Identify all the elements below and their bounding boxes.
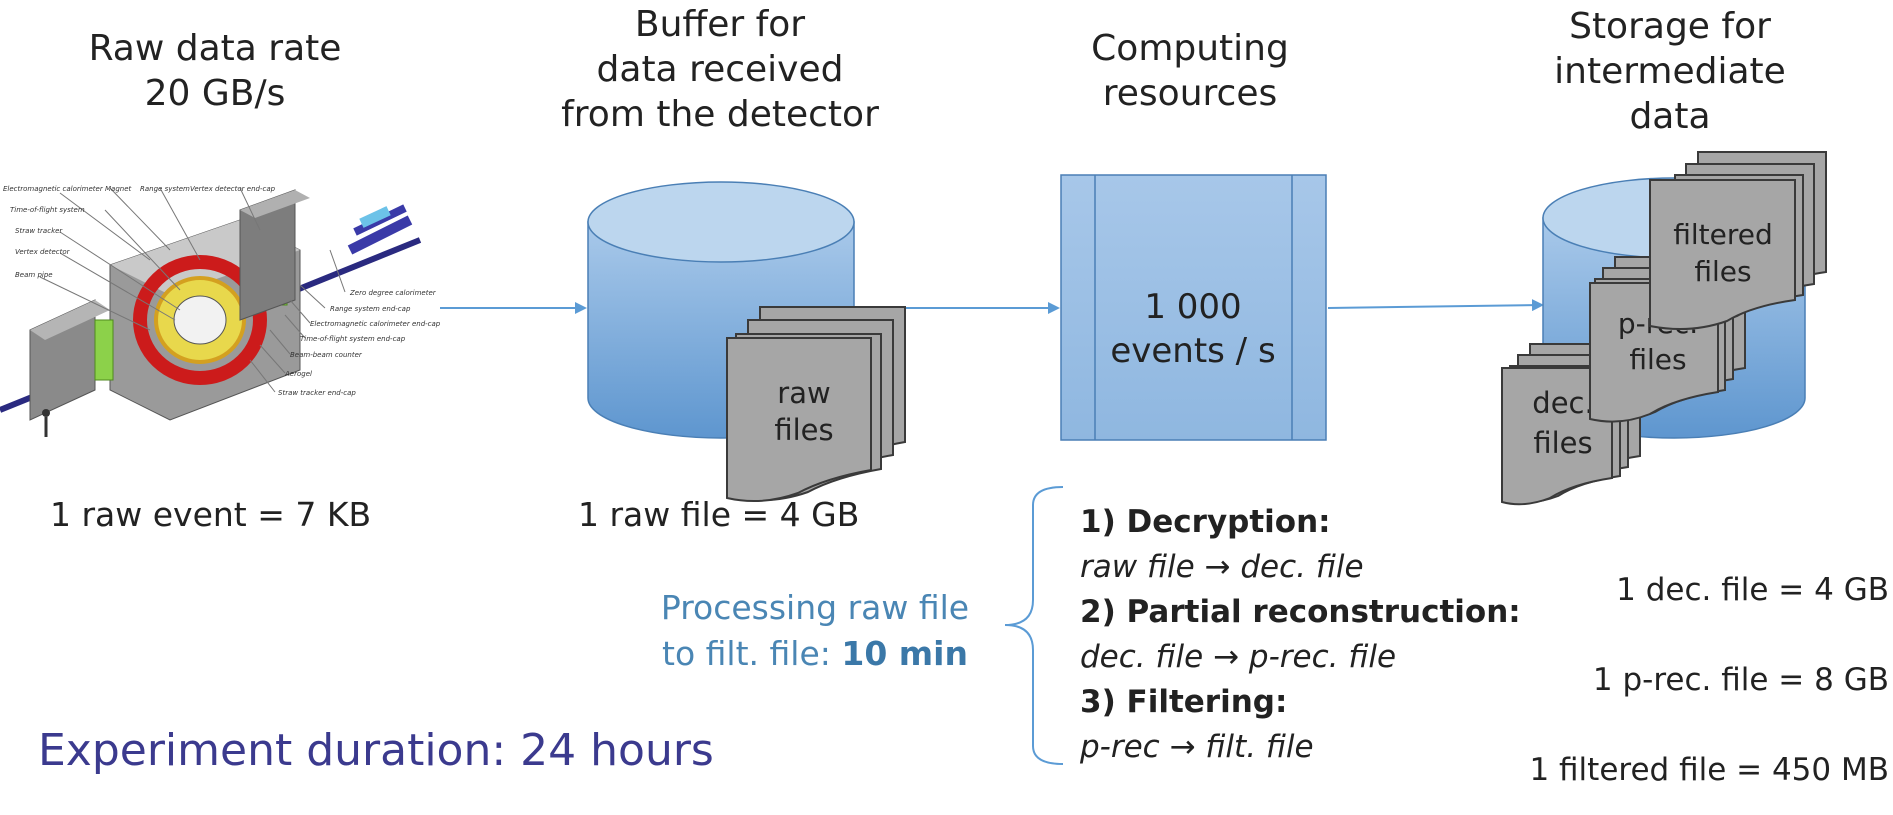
dec-files-label-line1: dec. (1532, 386, 1593, 420)
step-file-size: 1 dec. file = 4 GB (1616, 572, 1889, 608)
arrow-computing-to-storage (1327, 299, 1544, 312)
detector-label: Time-of-flight system end-cap (300, 335, 406, 343)
prec-files-label-line2: files (1629, 343, 1686, 376)
computing-box (1060, 174, 1327, 441)
data-flow-diagram: Electromagnetic calorimeter Magnet Range… (0, 151, 1827, 765)
filtered-files-label-line2: files (1694, 255, 1751, 288)
step-title: 3) Filtering: (1080, 684, 1288, 720)
step-title: 1) Decryption: (1080, 504, 1331, 540)
raw-files-label-line2: files (774, 413, 833, 447)
detector-label: Beam pipe (15, 271, 53, 279)
header-raw-data-rate: Raw data rate 20 GB/s (88, 28, 342, 114)
step-title: 2) Partial reconstruction: (1080, 594, 1521, 630)
header-buffer: Buffer for data received from the detect… (561, 4, 879, 135)
detector-label: Vertex detector end-cap (190, 185, 276, 193)
detector-label: Range system (140, 185, 190, 193)
processing-line2: to filt. file: (662, 634, 842, 673)
detector-illustration (0, 187, 422, 437)
processing-brace (1004, 486, 1064, 765)
file-sizes: 1 dec. file = 4 GB 1 p-rec. file = 8 GB … (1529, 545, 1889, 815)
processing-duration: 10 min (841, 634, 968, 673)
processing-steps: 1) Decryption: raw file → dec. file 2) P… (1080, 500, 1521, 770)
detector-label: Vertex detector (15, 248, 71, 256)
header-storage: Storage for intermediate data (1554, 6, 1786, 137)
filtered-files-stack (1649, 151, 1827, 330)
computing-rate-line2: events / s (1110, 331, 1275, 371)
header-computing: Computing resources (1091, 28, 1289, 114)
detector-label: Time-of-flight system (10, 206, 85, 214)
detector-label: Straw tracker (15, 227, 63, 235)
raw-files-stack (726, 306, 906, 502)
step-file-size: 1 p-rec. file = 8 GB (1592, 662, 1889, 698)
step-description: p-rec → filt. file (1080, 729, 1314, 765)
step-file-size: 1 filtered file = 450 MB (1529, 752, 1889, 788)
step-description: raw file → dec. file (1080, 549, 1364, 585)
detector-label: Aerogel (284, 370, 312, 378)
experiment-duration: Experiment duration: 24 hours (38, 725, 714, 776)
detector-label: Straw tracker end-cap (278, 389, 356, 397)
dec-files-label-line2: files (1533, 426, 1592, 460)
filtered-files-label-line1: filtered (1673, 218, 1773, 251)
step-description: dec. file → p-rec. file (1080, 639, 1397, 675)
detector-label: Range system end-cap (330, 305, 411, 313)
processing-time: Processing raw file to filt. file: 10 mi… (600, 585, 1030, 677)
computing-rate-line1: 1 000 (1144, 287, 1241, 327)
detector-label: Electromagnetic calorimeter (3, 185, 104, 193)
processing-line1: Processing raw file (660, 588, 970, 627)
detector-label: Zero degree calorimeter (349, 289, 437, 297)
raw-event-size: 1 raw event = 7 KB (50, 495, 372, 534)
detector-label: Electromagnetic calorimeter end-cap (310, 320, 441, 328)
raw-file-size: 1 raw file = 4 GB (578, 495, 860, 534)
raw-files-label-line1: raw (777, 376, 830, 410)
detector-label: Magnet (105, 185, 132, 193)
detector-label: Beam-beam counter (290, 351, 363, 359)
